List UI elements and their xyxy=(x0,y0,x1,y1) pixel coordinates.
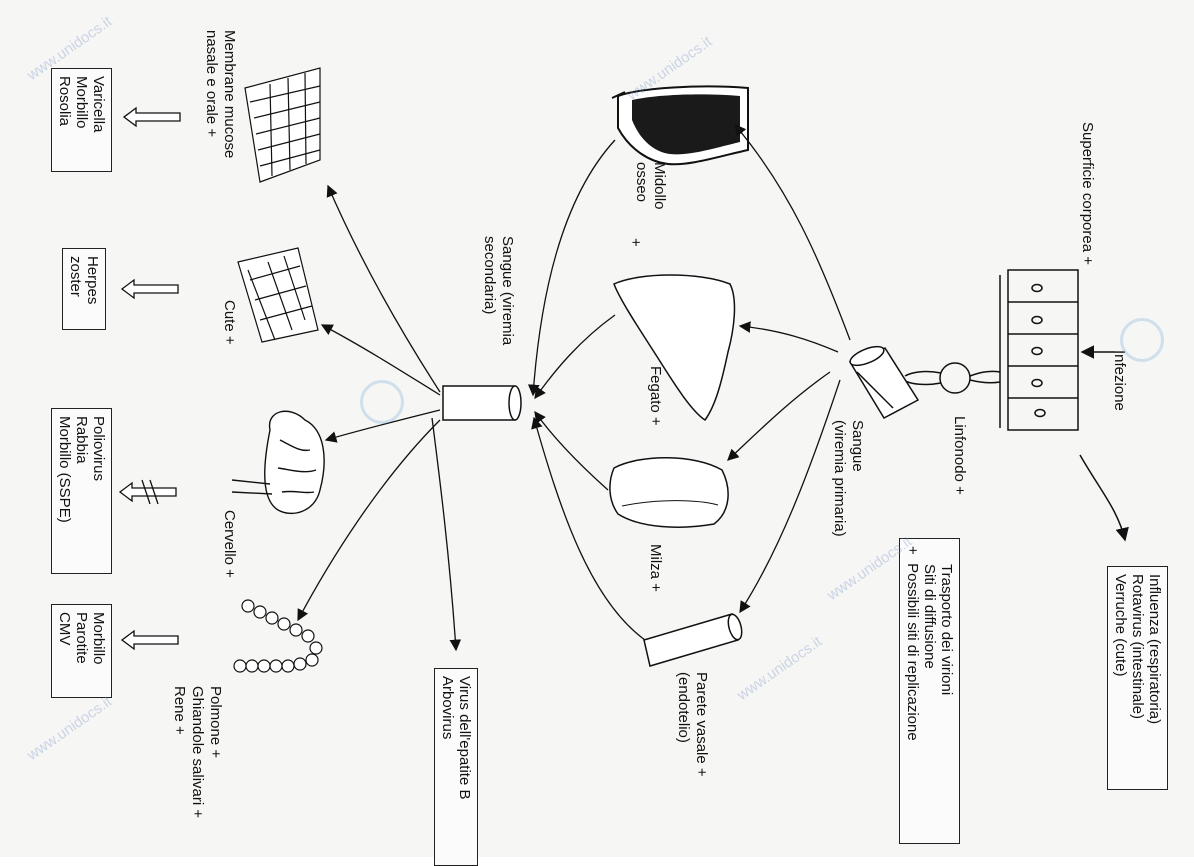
primary-blood-vessel-drawing xyxy=(848,345,920,419)
primary-viremia-label-1: Sangue xyxy=(849,420,866,472)
brain-drawing xyxy=(231,410,325,515)
mucosa-disease-3: Rosolia xyxy=(56,76,73,127)
arrow-marrow-to-secondary xyxy=(527,139,616,397)
vessel-wall-drawing xyxy=(643,613,743,667)
mucosa-label-2: nasale e orale + xyxy=(203,30,220,138)
spleen-line xyxy=(621,500,719,507)
lung-drawing xyxy=(233,599,323,673)
lymph-node-drawing xyxy=(904,362,1001,394)
lung-label-3: Rene + xyxy=(171,686,188,735)
primary-viremia-label-2: (viremia primaria) xyxy=(831,420,848,537)
skin-disease-2: zoster xyxy=(67,256,84,297)
legend-replication-text: Possibili siti di replicazione xyxy=(904,563,921,741)
lung-label-2: Ghiandole salivari + xyxy=(189,686,206,819)
lung-disease-box: Morbillo Parotite CMV xyxy=(51,604,112,698)
arrow-blood-to-vessel xyxy=(739,379,841,614)
secondary-blood-vessel-drawing xyxy=(442,385,522,421)
secondary-viremia-label-1: Sangue (viremia xyxy=(499,236,516,346)
lung-disease-3: CMV xyxy=(56,612,73,646)
legend-spread-text: Siti di diffusione xyxy=(921,564,938,669)
top-disease-box: Influenza (respiratoria) Rotavirus (inte… xyxy=(1107,566,1168,790)
bone-marrow-label-1: Midollo xyxy=(651,162,668,210)
brain-disease-2: Rabbia xyxy=(73,416,90,464)
skin-disease-1: Herpes xyxy=(84,256,101,305)
skin-disease-box: Herpes zoster xyxy=(62,248,106,330)
arrow-blood-to-liver xyxy=(738,321,839,353)
surface-spread-arrow xyxy=(1079,454,1129,542)
legend-spread: Siti di diffusione xyxy=(921,546,938,836)
top-box-line-2: Rotavirus (intestinale) xyxy=(1129,574,1146,720)
bone-marrow-plus: + xyxy=(627,238,644,247)
arrow-blood-to-spleen xyxy=(727,371,831,461)
skin-drawing xyxy=(237,247,319,343)
top-box-line-3: Verruche (cute) xyxy=(1112,574,1129,677)
hepatitis-box: Virus dell'epatite B Arbovirus xyxy=(434,668,478,866)
vessel-wall-label-2: (endotelio) xyxy=(675,672,692,743)
spread-arrow-skin xyxy=(120,278,179,300)
arrow-secondary-to-brain xyxy=(324,409,441,443)
skin-label: Cute + xyxy=(221,300,238,345)
legend-box: Trasporto dei virioni Siti di diffusione… xyxy=(899,538,960,844)
bone-marrow-drawing xyxy=(611,85,749,166)
arrow-blood-to-marrow xyxy=(734,124,851,341)
arrow-secondary-to-mucosa xyxy=(326,184,441,393)
infection-label: Infezione xyxy=(1111,350,1128,411)
transport-arrows xyxy=(297,124,851,652)
legend-replication: + Possibili siti di replicazione xyxy=(904,546,921,836)
vessel-wall-label-1: Parete vasale + xyxy=(693,672,710,777)
arrow-secondary-to-hepatitis xyxy=(431,417,462,652)
brain-disease-3: Morbillo (SSPE) xyxy=(56,416,73,523)
spleen-label: Milza + xyxy=(647,544,664,592)
brain-disease-1: Poliovirus xyxy=(90,416,107,482)
mucosa-disease-1: Varicella xyxy=(90,76,107,133)
lymph-node-label: Linfonodo + xyxy=(951,416,968,495)
brain-label: Cervello + xyxy=(221,510,238,578)
legend-transport-text: Trasporto dei virioni xyxy=(938,564,955,696)
mucosa-drawing xyxy=(244,67,321,183)
liver-drawing xyxy=(613,274,736,422)
arrow-liver-to-secondary xyxy=(534,314,616,400)
liver-label: Fegato + xyxy=(647,366,664,426)
hepatitis-box-line-1: Virus dell'epatite B xyxy=(456,676,473,800)
lung-label-1: Polmone + xyxy=(207,686,224,759)
lung-disease-2: Parotite xyxy=(73,612,90,664)
spread-arrow-brain xyxy=(118,481,177,503)
bone-marrow-label-2: osseo xyxy=(633,162,650,203)
hepatitis-box-line-2: Arbovirus xyxy=(439,676,456,740)
mucosa-disease-box: Varicella Morbillo Rosolia xyxy=(51,68,112,172)
watermark-logo-2 xyxy=(360,380,404,424)
arrow-secondary-to-skin xyxy=(320,324,441,396)
mucosa-disease-2: Morbillo xyxy=(73,76,90,129)
top-box-line-1: Influenza (respiratoria) xyxy=(1146,574,1163,725)
spread-arrow-lung xyxy=(120,629,179,651)
epithelium-cells-drawing xyxy=(999,269,1079,431)
mucosa-label-1: Membrane mucose xyxy=(221,30,238,159)
spread-arrows xyxy=(118,106,181,651)
arrow-vessel-to-secondary xyxy=(531,416,646,641)
legend-transport: Trasporto dei virioni xyxy=(938,546,955,836)
spread-arrow-blocked-mark xyxy=(141,479,159,505)
watermark-logo-1 xyxy=(1120,318,1164,362)
spleen-drawing xyxy=(609,457,729,528)
lung-disease-1: Morbillo xyxy=(90,612,107,665)
body-surface-label: Superficie corporea + xyxy=(1079,122,1096,265)
brain-disease-box: Poliovirus Rabbia Morbillo (SSPE) xyxy=(51,408,112,574)
secondary-viremia-label-2: secondaria) xyxy=(481,236,498,315)
arrow-secondary-to-lung xyxy=(297,419,441,622)
spread-arrow-mucosa xyxy=(122,106,181,128)
